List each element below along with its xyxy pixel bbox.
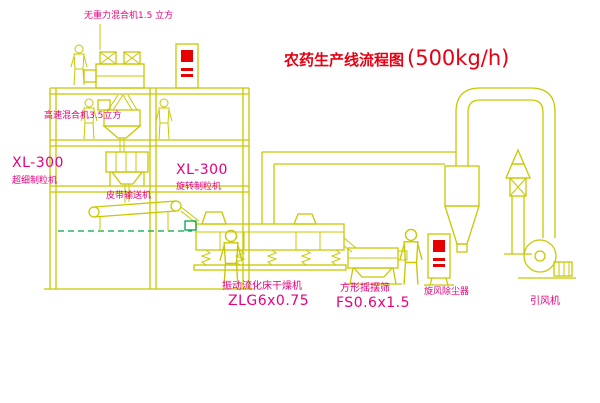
building-structure [44, 87, 254, 290]
label-gravity-mixer: 无重力混合机1.5 立方 [84, 11, 174, 21]
exhaust-stack [504, 148, 532, 255]
diagram-title: 农药生产线流程图 (500kg/h) [284, 46, 509, 70]
label-granulator-mid-name: 旋转制粒机 [176, 182, 222, 192]
control-cabinet-upper [175, 43, 199, 89]
label-cyclone: 旋风除尘器 [424, 287, 470, 297]
high-speed-mixer [97, 99, 142, 152]
label-dryer-model: ZLG6x0.75 [228, 293, 310, 309]
control-cabinet-lower [424, 233, 454, 286]
label-granulator-left-name: 超细制粒机 [12, 176, 58, 186]
granulator [105, 151, 149, 203]
label-sieve-name: 方形摇摆筛 [340, 283, 390, 294]
exhaust-duct [261, 87, 556, 238]
control-cabinet-indicator [433, 240, 445, 252]
worker-figures [70, 44, 423, 286]
cyclone-separator [444, 165, 480, 253]
label-sieve-model: FS0.6x1.5 [336, 295, 411, 311]
worker-roof [70, 44, 88, 86]
worker-sieve [399, 228, 423, 285]
induced-draft-fan [518, 239, 576, 279]
worker-floor2-left [80, 98, 98, 140]
label-granulator-mid-model: XL-300 [176, 162, 228, 178]
fluid-bed-dryer [184, 211, 347, 271]
label-fan: 引风机 [530, 296, 560, 307]
diagram-title-text: 农药生产线流程图 [284, 51, 405, 69]
label-dryer-name: 振动流化床干燥机 [222, 281, 302, 292]
worker-floor2-right [155, 98, 173, 140]
gravity-mixer [83, 24, 145, 111]
label-belt-conveyor: 皮带输送机 [106, 191, 152, 201]
control-cabinet-indicator [181, 50, 193, 62]
worker-ground [219, 229, 243, 286]
diagram-title-capacity: (500kg/h) [407, 46, 510, 70]
label-granulator-left-model: XL-300 [12, 155, 64, 171]
square-sieve [343, 237, 408, 285]
label-high-speed-mixer: 高速混合机3.5立方 [44, 111, 122, 121]
belt-conveyor [88, 200, 200, 231]
